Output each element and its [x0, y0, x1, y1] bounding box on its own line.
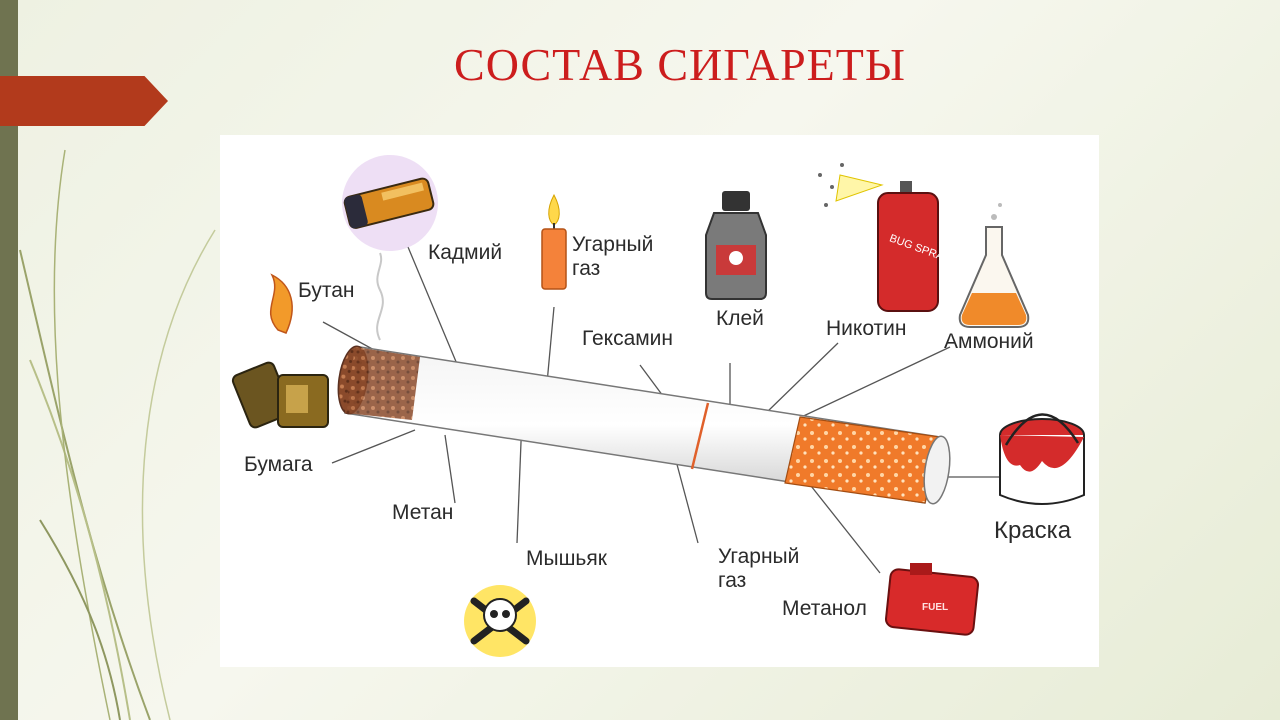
cigarette-diagram: BUG SPRAY FUEL — [231, 155, 1085, 657]
glue-bottle-icon — [705, 191, 767, 300]
candle-icon — [541, 193, 567, 290]
label-carbon-monoxide-bottom-line-2: газ — [718, 569, 747, 592]
label-paint: Краска — [994, 517, 1072, 544]
battery-icon — [342, 155, 438, 251]
lighter-icon — [231, 273, 329, 429]
label-nicotine: Никотин — [826, 317, 907, 340]
decorative-curves — [19, 149, 216, 720]
label-arsenic: Мышьяк — [526, 547, 607, 570]
label-methane: Метан — [392, 501, 454, 524]
label-butane: Бутан — [298, 279, 355, 302]
label-paper: Бумага — [244, 453, 313, 476]
skull-icon — [464, 585, 536, 657]
label-carbon-monoxide-top-line-2: газ — [572, 257, 601, 280]
fuel-label: FUEL — [922, 602, 948, 613]
label-cadmium: Кадмий — [428, 241, 503, 264]
label-ammonium: Аммоний — [944, 330, 1034, 353]
label-carbon-monoxide-top-line-1: Угарный — [572, 233, 654, 256]
label-methanol: Метанол — [782, 597, 867, 620]
paint-can-icon — [999, 413, 1085, 505]
bug-spray-icon: BUG SPRAY — [818, 163, 952, 312]
accent-arrow — [0, 76, 168, 126]
label-glue: Клей — [716, 307, 764, 330]
page-title: СОСТАВ СИГАРЕТЫ — [454, 39, 906, 90]
label-hexamine: Гексамин — [582, 327, 674, 350]
fuel-can-icon: FUEL — [885, 563, 979, 636]
diagram-panel: BUG SPRAY FUEL Кадмий — [220, 135, 1099, 667]
cigarette-icon — [337, 345, 951, 505]
label-carbon-monoxide-bottom-line-1: Угарный — [718, 545, 800, 568]
left-sidebar-bar — [0, 0, 18, 720]
flask-icon — [958, 203, 1030, 328]
